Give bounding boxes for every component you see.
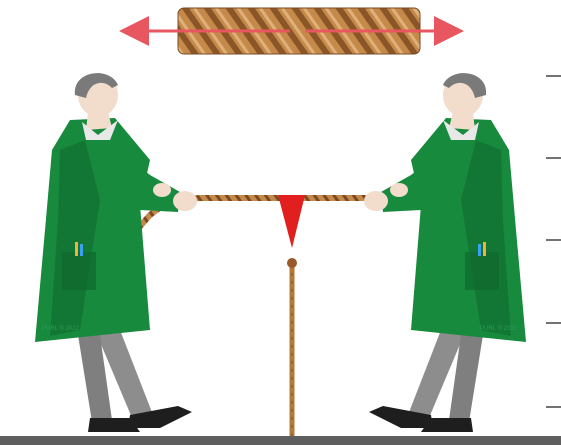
pens-icon — [75, 242, 78, 256]
left-person-pocket — [62, 252, 96, 290]
coat-marking: PURL ® 2022 — [42, 325, 80, 332]
ruler — [546, 76, 561, 407]
coat-marking: PURL ® 2022 — [480, 325, 518, 332]
left-person-hand — [173, 191, 197, 211]
right-person — [364, 73, 526, 432]
center-flag — [278, 195, 305, 248]
floor — [0, 436, 561, 445]
pole-knob — [287, 258, 297, 268]
left-person: PURL ® 2022 — [35, 73, 197, 432]
center-pole — [287, 258, 297, 436]
